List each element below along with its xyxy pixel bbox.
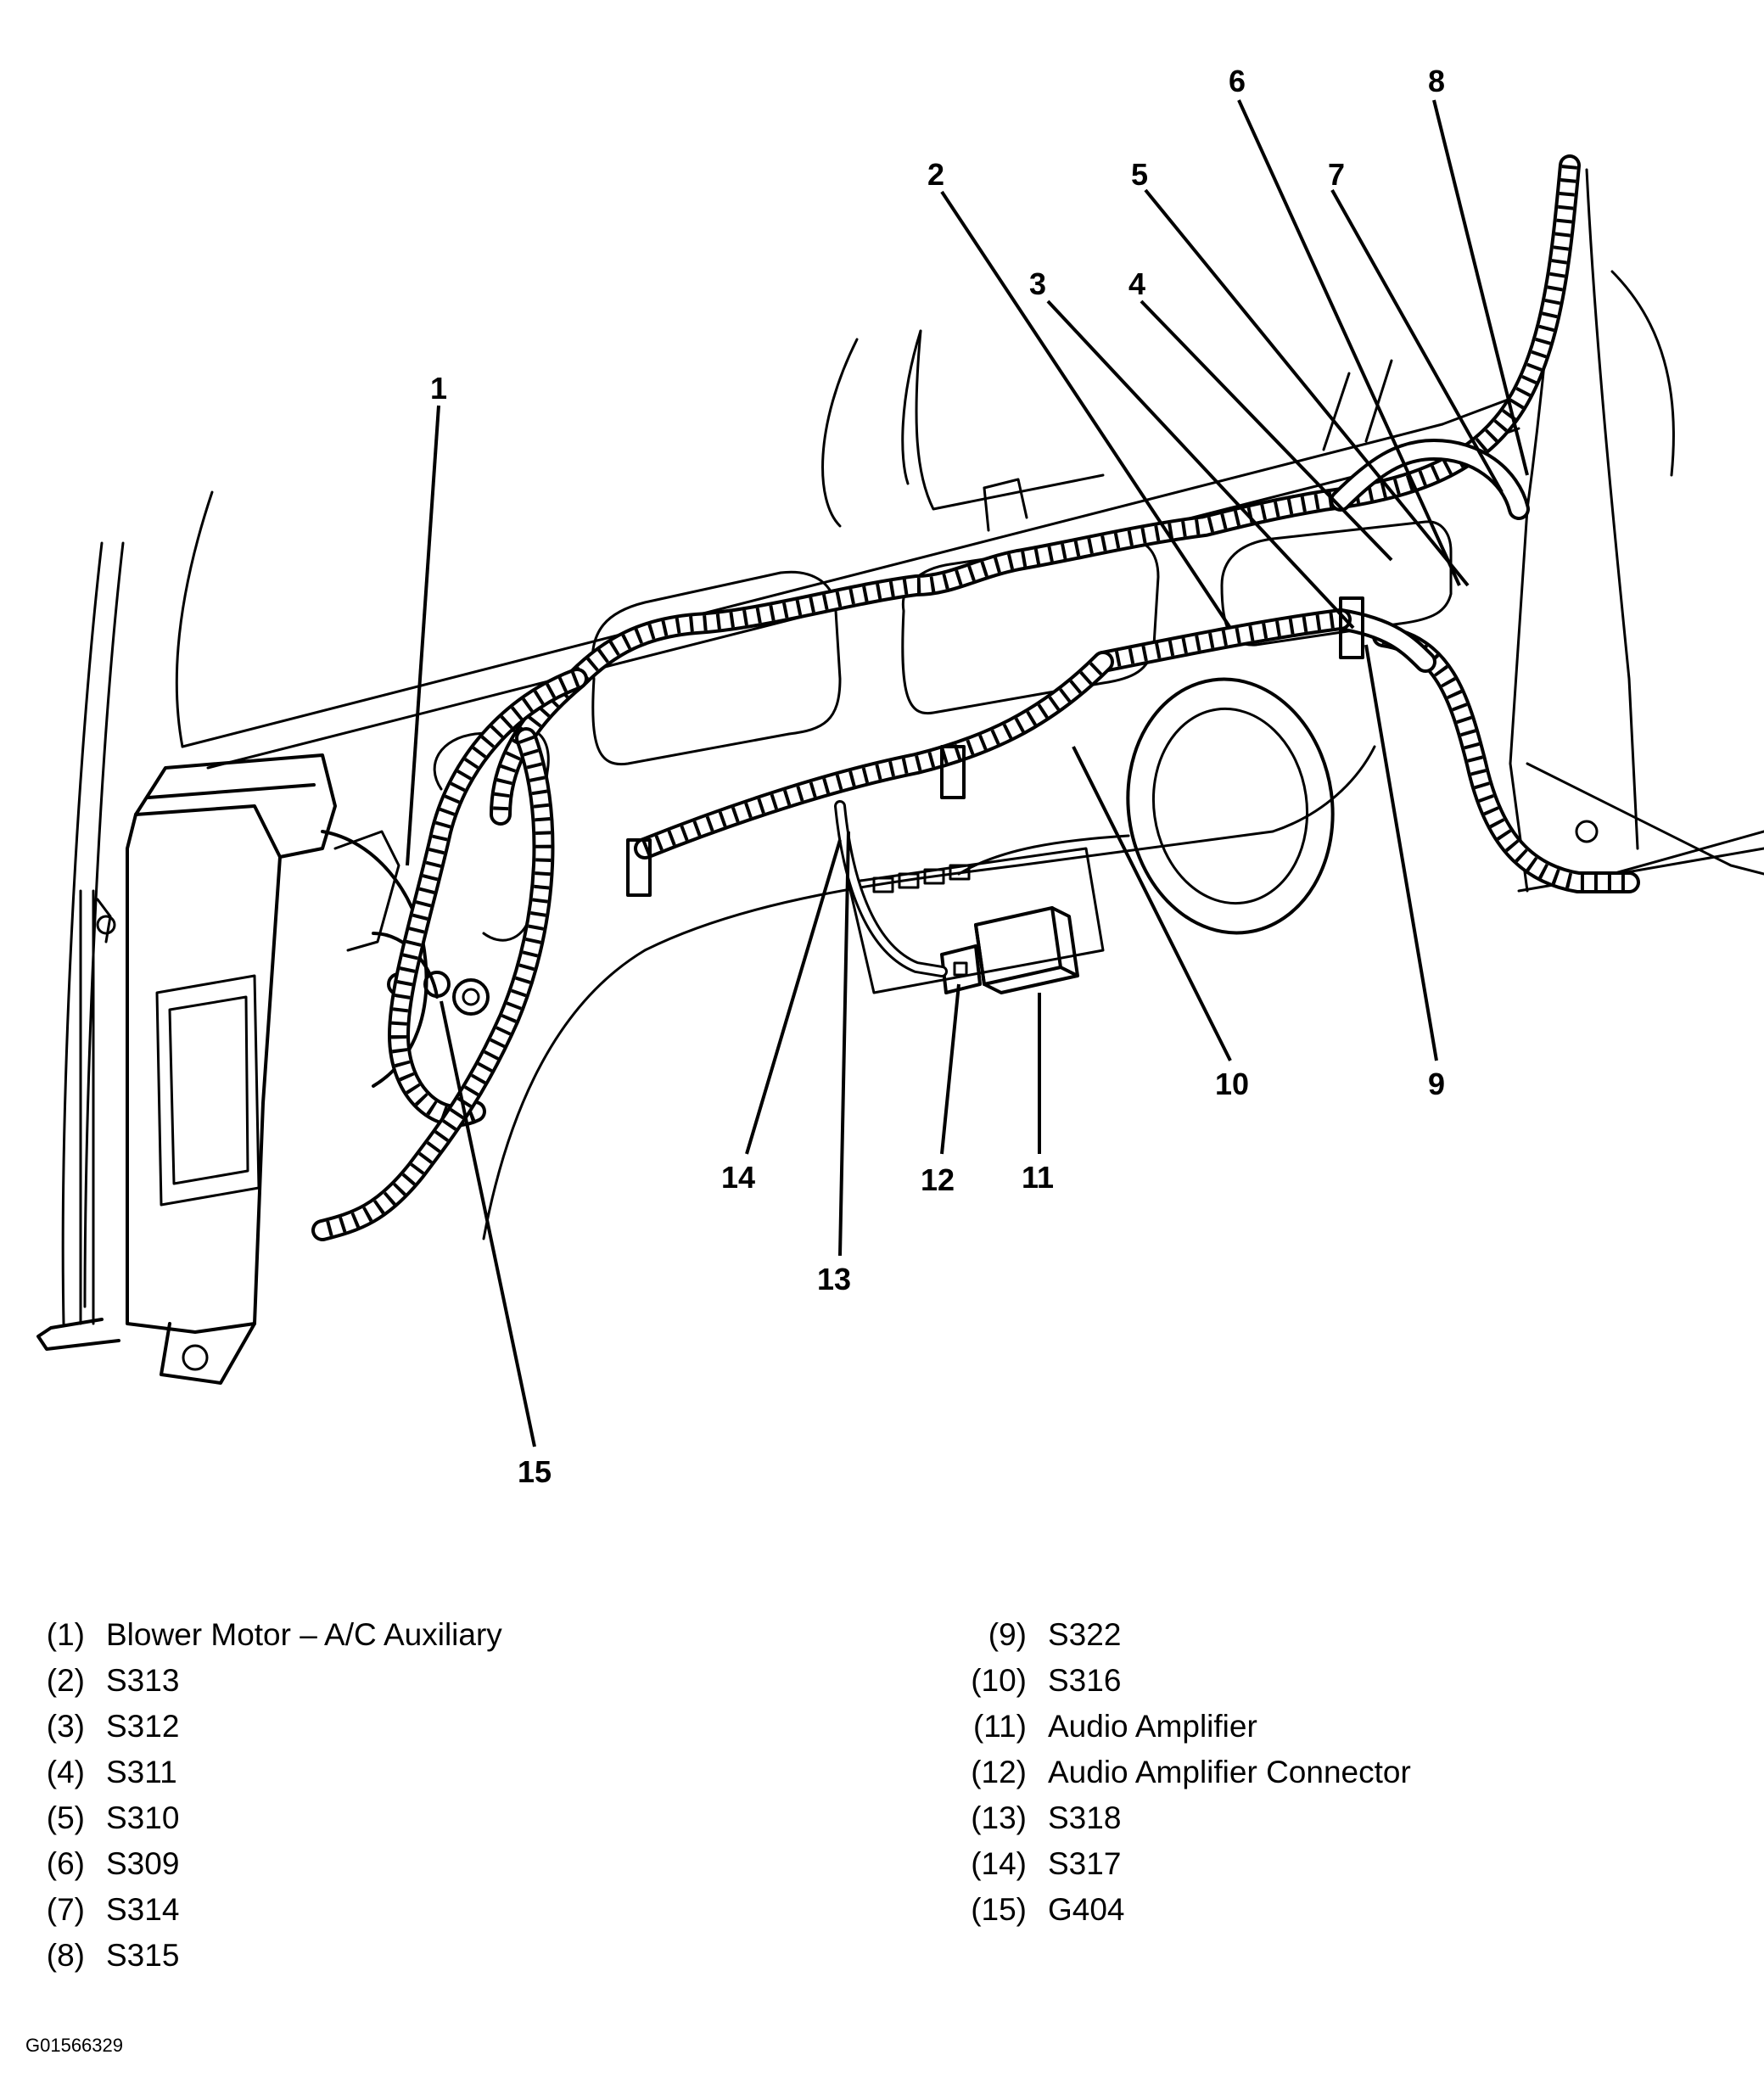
legend-item: (11)Audio Amplifier <box>972 1709 1257 1744</box>
component-locator-drawing: 1 2 3 4 5 6 7 8 9 10 11 12 13 14 15 <box>36 64 1764 1489</box>
callout-3: 3 <box>1029 266 1046 301</box>
callout-13: 13 <box>817 1262 851 1296</box>
legend-item: (12)Audio Amplifier Connector <box>971 1755 1411 1789</box>
legend-item: (6)S309 <box>46 1846 180 1881</box>
audio-amplifier-connector <box>834 800 982 994</box>
legend-item: (1)Blower Motor – A/C Auxiliary <box>46 1617 502 1652</box>
blower-motor-housing <box>36 753 428 1385</box>
callout-14: 14 <box>721 1160 755 1195</box>
callout-leader-lines <box>406 99 1529 1447</box>
legend-item: (5)S310 <box>46 1800 180 1835</box>
callout-15: 15 <box>518 1454 552 1489</box>
audio-amplifier <box>974 906 1079 994</box>
legend-item: (8)S315 <box>46 1938 180 1973</box>
callout-7: 7 <box>1328 157 1345 192</box>
callout-4: 4 <box>1128 266 1145 301</box>
callout-6: 6 <box>1229 64 1246 98</box>
callout-2: 2 <box>927 157 944 192</box>
legend-item: (9)S322 <box>988 1617 1122 1652</box>
legend-item: (2)S313 <box>46 1663 180 1698</box>
callout-1: 1 <box>430 371 447 406</box>
legend-item: (3)S312 <box>46 1709 180 1744</box>
legend-item: (15)G404 <box>971 1892 1125 1927</box>
legend-item: (7)S314 <box>46 1892 180 1927</box>
figure-id: G01566329 <box>25 2035 123 2056</box>
callout-9: 9 <box>1428 1067 1445 1101</box>
callout-5: 5 <box>1131 157 1148 192</box>
callout-labels: 1 2 3 4 5 6 7 8 9 10 11 12 13 14 15 <box>430 64 1445 1489</box>
callout-10: 10 <box>1215 1067 1249 1101</box>
callout-12: 12 <box>921 1162 955 1197</box>
legend-item: (10)S316 <box>971 1663 1122 1698</box>
callout-8: 8 <box>1428 64 1445 98</box>
legend-item: (14)S317 <box>971 1846 1122 1881</box>
vehicle-body-outline <box>61 160 1764 1325</box>
legend-item: (4)S311 <box>46 1755 177 1789</box>
callout-11: 11 <box>1022 1160 1054 1195</box>
main-wire-harness <box>311 154 1640 1241</box>
legend-item: (13)S318 <box>971 1800 1122 1835</box>
